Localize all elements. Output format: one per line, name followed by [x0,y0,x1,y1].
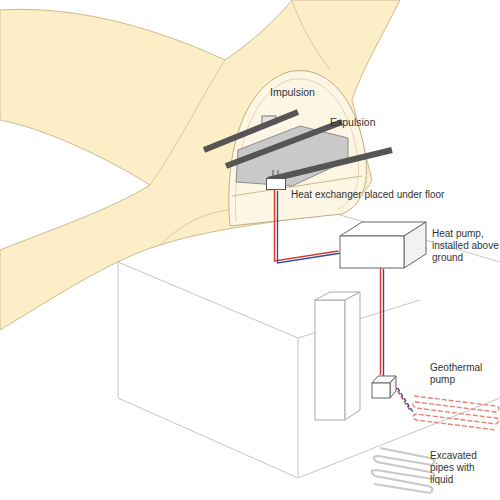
pipe-field: Excavated pipes with liquid [412,392,500,432]
tube-cut-face [229,71,367,226]
box-side [390,376,396,398]
node-label: Heat exchanger placed under floor [291,189,444,201]
node-label: Heat pump, installed above ground [432,228,500,264]
box-side [404,222,426,268]
node-label: Excavated pipes with liquid [430,450,498,486]
unused-pipe-loop [372,448,435,493]
geothermal-pump: Geothermal pump [372,376,396,398]
part-label: Expulsion [330,116,376,128]
pipe-connector [275,189,342,263]
pipe-connector [395,386,414,413]
hot-pipe [395,386,411,411]
ground-box-line [118,212,500,478]
support-beam [226,122,342,166]
support-beam [268,150,392,180]
cold-pipe [383,269,384,377]
cold-pipe [278,191,342,263]
box-front [372,383,390,398]
inner-wall-front [315,300,345,420]
tube-inner-rim [235,79,358,222]
exchanger-riser [273,170,278,178]
part-label: Impulsion [270,86,315,98]
node-outline [340,222,426,268]
node-outline [372,376,396,398]
tube-body [0,0,400,330]
hot-pipe [380,267,381,375]
box-front [340,236,404,268]
heat-pump: Heat pump, installed above ground [340,222,426,268]
pipe-loop [413,396,499,430]
node-label: Geothermal pump [430,362,498,386]
inner-wall-side [345,292,360,420]
pipe-connector [381,267,384,377]
node-outline [412,392,500,432]
cold-pipe [398,388,414,413]
heat-exchanger: Heat exchanger placed under floor [266,178,286,190]
